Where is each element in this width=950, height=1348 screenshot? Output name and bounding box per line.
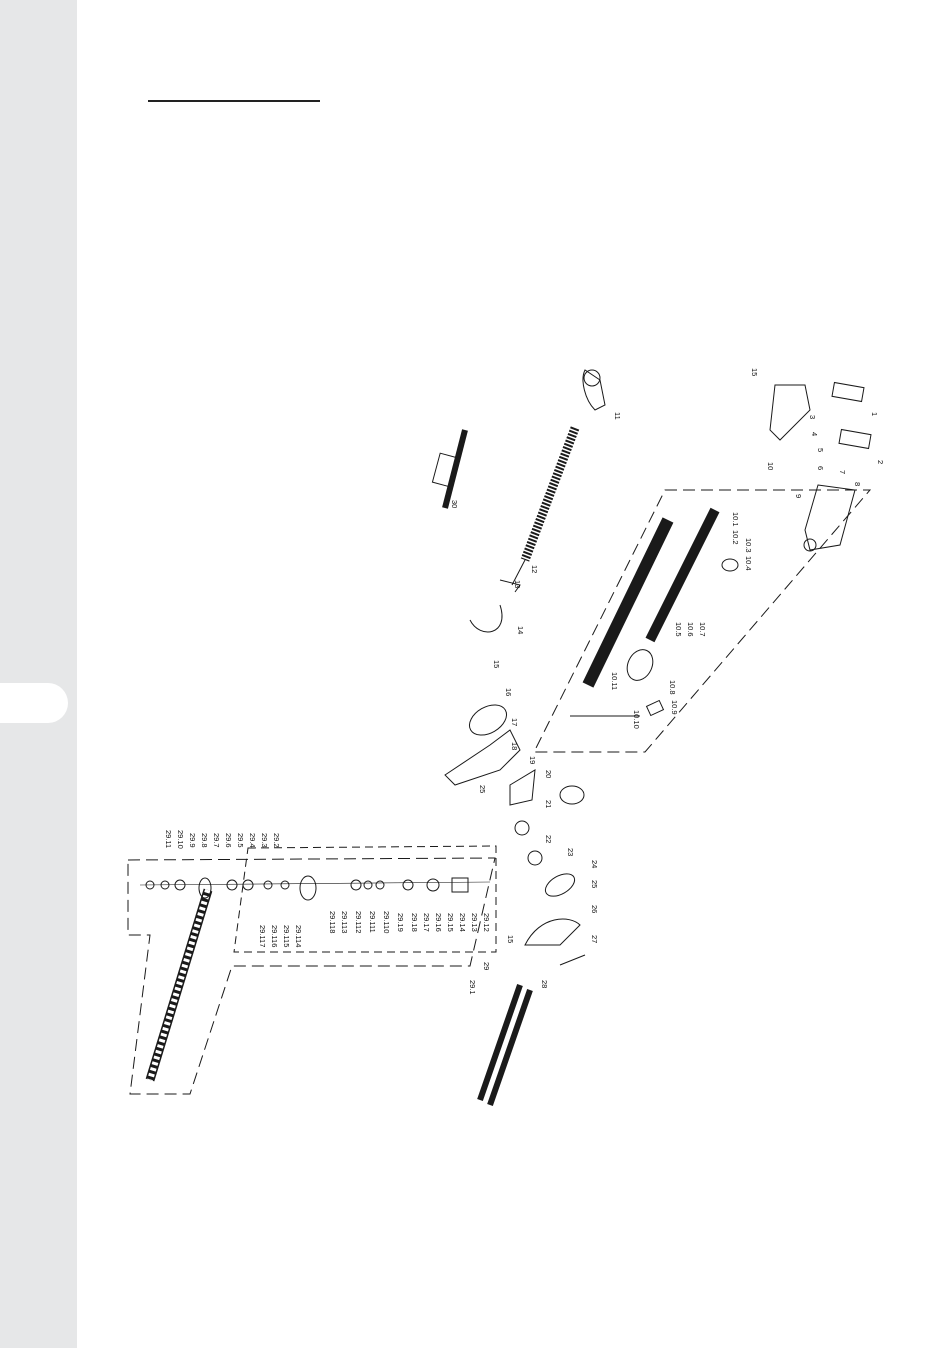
part-label-3: 3 — [808, 415, 817, 419]
part-21-drawing — [514, 820, 530, 836]
part-label-29-12: 29.12 — [482, 913, 491, 932]
part-label-29-4: 29.4 — [248, 833, 257, 848]
part-label-29-116: 29.116 — [270, 925, 279, 947]
part-label-10-11: 10.11 — [610, 672, 619, 690]
part-label-10-9: 10.9 — [670, 700, 679, 715]
part-label-10: 10 — [766, 462, 775, 470]
part-label-25-upper: 25 — [478, 785, 487, 793]
assembly-outline-29 — [127, 857, 496, 1095]
part-label-4: 4 — [810, 432, 819, 436]
part-label-29-111: 29.111 — [368, 911, 377, 933]
part-14-drawing — [469, 604, 503, 633]
part-label-29-3: 29.3 — [260, 833, 269, 848]
part-label-29-115: 29.115 — [282, 925, 291, 947]
part-10-tubes-drawing — [582, 507, 739, 717]
part-label-29-17: 29.17 — [422, 913, 431, 932]
part-label-15-top: 15 — [750, 368, 759, 376]
part-28-drawing — [477, 984, 533, 1106]
part-label-10-5: 10.5 — [674, 622, 683, 637]
part-label-2: 2 — [876, 460, 885, 464]
assembly-outline-29-inner — [233, 845, 497, 953]
part-label-28: 28 — [540, 980, 549, 988]
part-label-15-mid: 15 — [492, 660, 501, 668]
part-label-9: 9 — [794, 494, 803, 498]
part-label-29-6: 29.6 — [224, 833, 233, 848]
part-label-10-7: 10.7 — [698, 622, 707, 637]
heading-underline — [148, 100, 320, 102]
part-label-29-1: 29.1 — [468, 980, 477, 995]
part-label-29-15: 29.15 — [446, 913, 455, 932]
part-label-27: 27 — [590, 935, 599, 943]
part-label-7: 7 — [838, 470, 847, 474]
part-22-drawing — [527, 850, 543, 866]
part-30-drawing — [431, 429, 468, 509]
part-29-hardware-row-drawing — [139, 875, 491, 901]
part-label-29-9: 29.9 — [188, 833, 197, 848]
part-label-29-14: 29.14 — [458, 913, 467, 932]
part-label-29-112: 29.112 — [354, 911, 363, 933]
part-label-10-10: 10.10 — [632, 710, 641, 729]
part-26-drawing — [524, 918, 581, 946]
part-label-13: 13 — [513, 580, 522, 588]
part-label-16: 16 — [504, 688, 513, 696]
part-label-12: 12 — [530, 565, 539, 573]
part-label-29-117: 29.117 — [258, 925, 267, 947]
part-label-5: 5 — [816, 448, 825, 452]
part-label-29-110: 29.110 — [382, 911, 391, 933]
part-20-drawing — [559, 785, 585, 805]
part-label-22: 22 — [544, 835, 553, 843]
part-label-6: 6 — [816, 466, 825, 470]
part-label-29-114: 29.114 — [294, 925, 303, 947]
part-13-drawing — [499, 579, 521, 593]
part-label-24: 24 — [590, 860, 599, 868]
part-11-drawing — [582, 369, 606, 411]
part-label-10-1: 10.1 — [731, 512, 740, 527]
part-label-25-lower: 25 — [590, 880, 599, 888]
part-label-1: 1 — [870, 412, 879, 416]
part-27-drawing — [559, 954, 586, 966]
part-label-29-7: 29.7 — [212, 833, 221, 848]
part-label-17: 17 — [510, 718, 519, 726]
assembly-outline-10 — [533, 489, 872, 753]
part-label-29-118: 29.118 — [328, 911, 337, 933]
part-label-11: 11 — [613, 412, 622, 420]
part-19-drawing — [509, 769, 536, 806]
handle-assembly-drawing — [769, 381, 872, 552]
part-24-drawing — [544, 873, 576, 897]
part-label-23: 23 — [566, 848, 575, 856]
part-label-20: 20 — [544, 770, 553, 778]
part-label-29-10: 29.10 — [176, 830, 185, 849]
part-label-29-113: 29.113 — [340, 911, 349, 933]
part-label-10-2: 10.2 — [731, 530, 740, 545]
part-label-26: 26 — [590, 905, 599, 913]
part-label-29-5: 29.5 — [236, 833, 245, 848]
part-label-29-16: 29.16 — [434, 913, 443, 932]
part-label-10-6: 10.6 — [686, 622, 695, 637]
part-label-29: 29 — [482, 962, 491, 970]
part-12-drawing — [511, 426, 580, 586]
section-tab — [0, 683, 68, 723]
part-label-29-11: 29.11 — [164, 830, 173, 848]
part-17-drawing — [444, 704, 521, 786]
part-label-21: 21 — [544, 800, 553, 808]
part-label-8: 8 — [853, 482, 862, 486]
part-label-29-19: 29.19 — [396, 913, 405, 932]
part-label-18: 18 — [510, 742, 519, 750]
part-label-10-4: 10.4 — [744, 556, 753, 571]
part-label-29-13: 29.13 — [470, 913, 479, 932]
part-label-29-2: 29.2 — [272, 833, 281, 848]
part-label-30: 30 — [450, 500, 459, 508]
page-margin-band — [0, 0, 77, 1348]
part-29-1-blade-drawing — [145, 877, 213, 1082]
part-label-10-8: 10.8 — [668, 680, 677, 695]
part-label-29-8: 29.8 — [200, 833, 209, 848]
part-label-14: 14 — [516, 626, 525, 634]
part-label-15-low: 15 — [506, 935, 515, 943]
part-label-10-3: 10.3 — [744, 538, 753, 553]
part-label-29-18: 29.18 — [410, 913, 419, 932]
part-label-19: 19 — [528, 756, 537, 764]
